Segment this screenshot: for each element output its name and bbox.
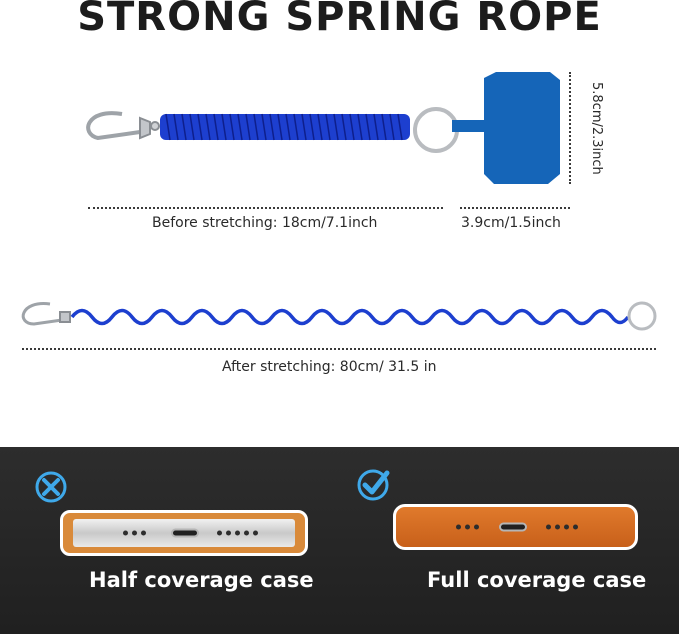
full-coverage-phone-image [393,504,638,550]
stretched-ring-icon [627,301,657,331]
charging-port-icon [171,528,199,538]
before-stretch-measure-line [88,207,443,209]
phone-patch [452,72,560,184]
carabiner-hook-icon [86,111,160,141]
split-ring-icon [413,107,459,153]
patch-height-measure-line [569,72,571,184]
speaker-holes-left [123,530,146,536]
charging-port-icon [499,522,527,532]
patch-width-measure-line [460,207,570,209]
patch-width-label: 3.9cm/1.5inch [461,215,561,231]
half-coverage-label: Half coverage case [89,568,314,592]
stretched-spring-rope [21,301,657,331]
check-icon [357,469,390,501]
coil-texture [165,113,403,141]
before-stretching-label: Before stretching: 18cm/7.1inch [152,215,378,231]
page-title: STRONG SPRING ROPE [77,0,602,40]
cross-icon [35,471,67,503]
speaker-holes-left [456,524,479,530]
half-coverage-phone-image [60,510,308,556]
after-stretching-label: After stretching: 80cm/ 31.5 in [222,359,437,375]
after-stretch-measure-line [22,348,656,350]
speaker-holes-right [217,530,258,536]
coiled-spring-rope [86,72,560,184]
patch-height-label: 5.8cm/2.3inch [589,81,604,175]
full-coverage-label: Full coverage case [427,568,647,592]
speaker-holes-right [546,524,578,530]
